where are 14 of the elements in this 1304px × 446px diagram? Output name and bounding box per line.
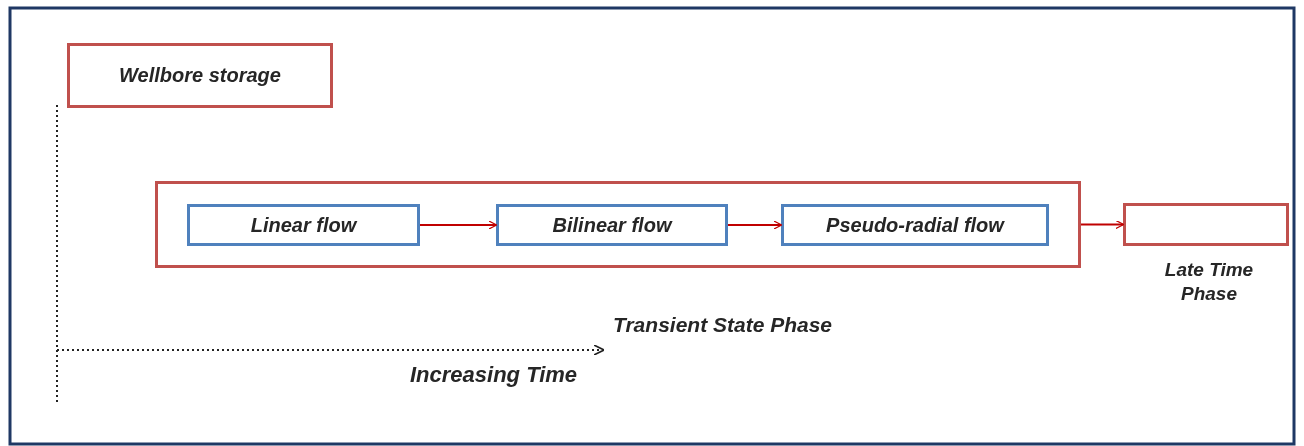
box-label: Wellbore storage xyxy=(119,64,281,87)
arrow xyxy=(727,220,783,230)
box-label: Linear flow xyxy=(250,213,357,237)
phase-label: Transient State Phase xyxy=(613,312,833,338)
phase-box xyxy=(67,43,333,108)
flow-regime-box xyxy=(781,204,1049,246)
axis-label: Increasing Time xyxy=(410,362,578,388)
arrow xyxy=(1080,219,1125,230)
phase-label: Late Time Phase xyxy=(1163,258,1255,306)
flow-regime-box xyxy=(496,204,728,246)
arrow xyxy=(419,220,498,230)
box-label: Pseudo-radial flow xyxy=(826,213,1004,237)
box-label: Bilinear flow xyxy=(552,213,672,237)
flow-regime-box xyxy=(187,204,420,246)
